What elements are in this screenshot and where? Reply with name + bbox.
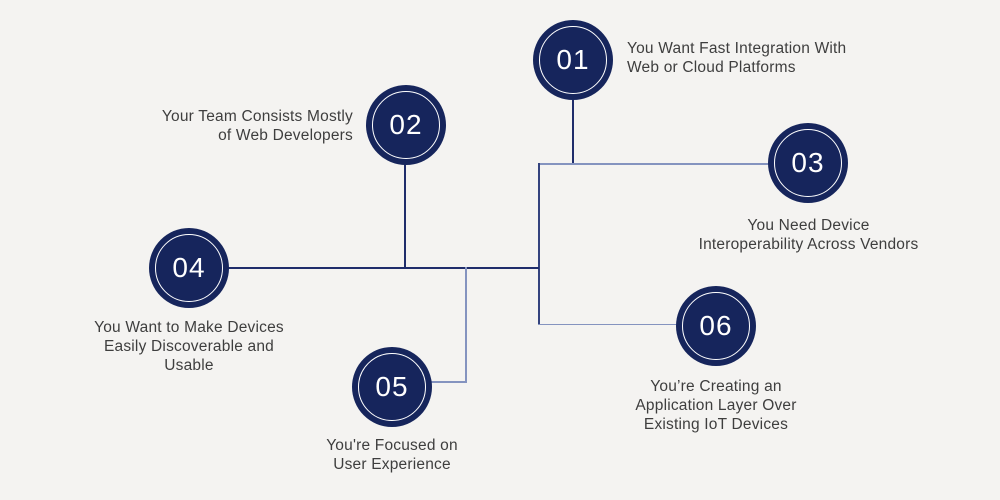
node-ring [682,292,750,360]
connector-line-step6 [538,323,677,325]
step-label-01: You Want Fast Integration With Web or Cl… [627,40,847,76]
node-ring [774,129,842,197]
connector-line-hub [538,163,540,325]
step-node-03: 03 [768,123,848,203]
connector-line-step2 [404,164,406,268]
connector-line-step1 [572,100,574,164]
connector-line-step3 [538,163,769,165]
step-label-05: You're Focused on User Experience [326,437,458,473]
step-number: 06 [699,310,733,341]
connector-line-step5-v [465,267,467,383]
step-node-04: 04 [149,228,229,308]
step-label-02: Your Team Consists Mostly of Web Develop… [161,108,353,144]
step-label-03: You Need Device Interoperability Across … [698,217,919,253]
step-number: 01 [556,44,590,75]
step-number: 02 [389,109,423,140]
step-label-04: You Want to Make Devices Easily Discover… [94,319,284,374]
node-ring [372,91,440,159]
node-ring [155,234,223,302]
connector-line-step5-h [431,381,466,383]
node-ring [539,26,607,94]
step-number: 05 [375,371,409,402]
step-node-05: 05 [352,347,432,427]
step-number: 04 [172,252,206,283]
node-ring [358,353,426,421]
step-node-01: 01 [533,20,613,100]
step-node-02: 02 [366,85,446,165]
connector-line-main [228,267,539,269]
step-number: 03 [791,147,825,178]
step-node-06: 06 [676,286,756,366]
step-label-06: You’re Creating an Application Layer Ove… [635,378,797,433]
